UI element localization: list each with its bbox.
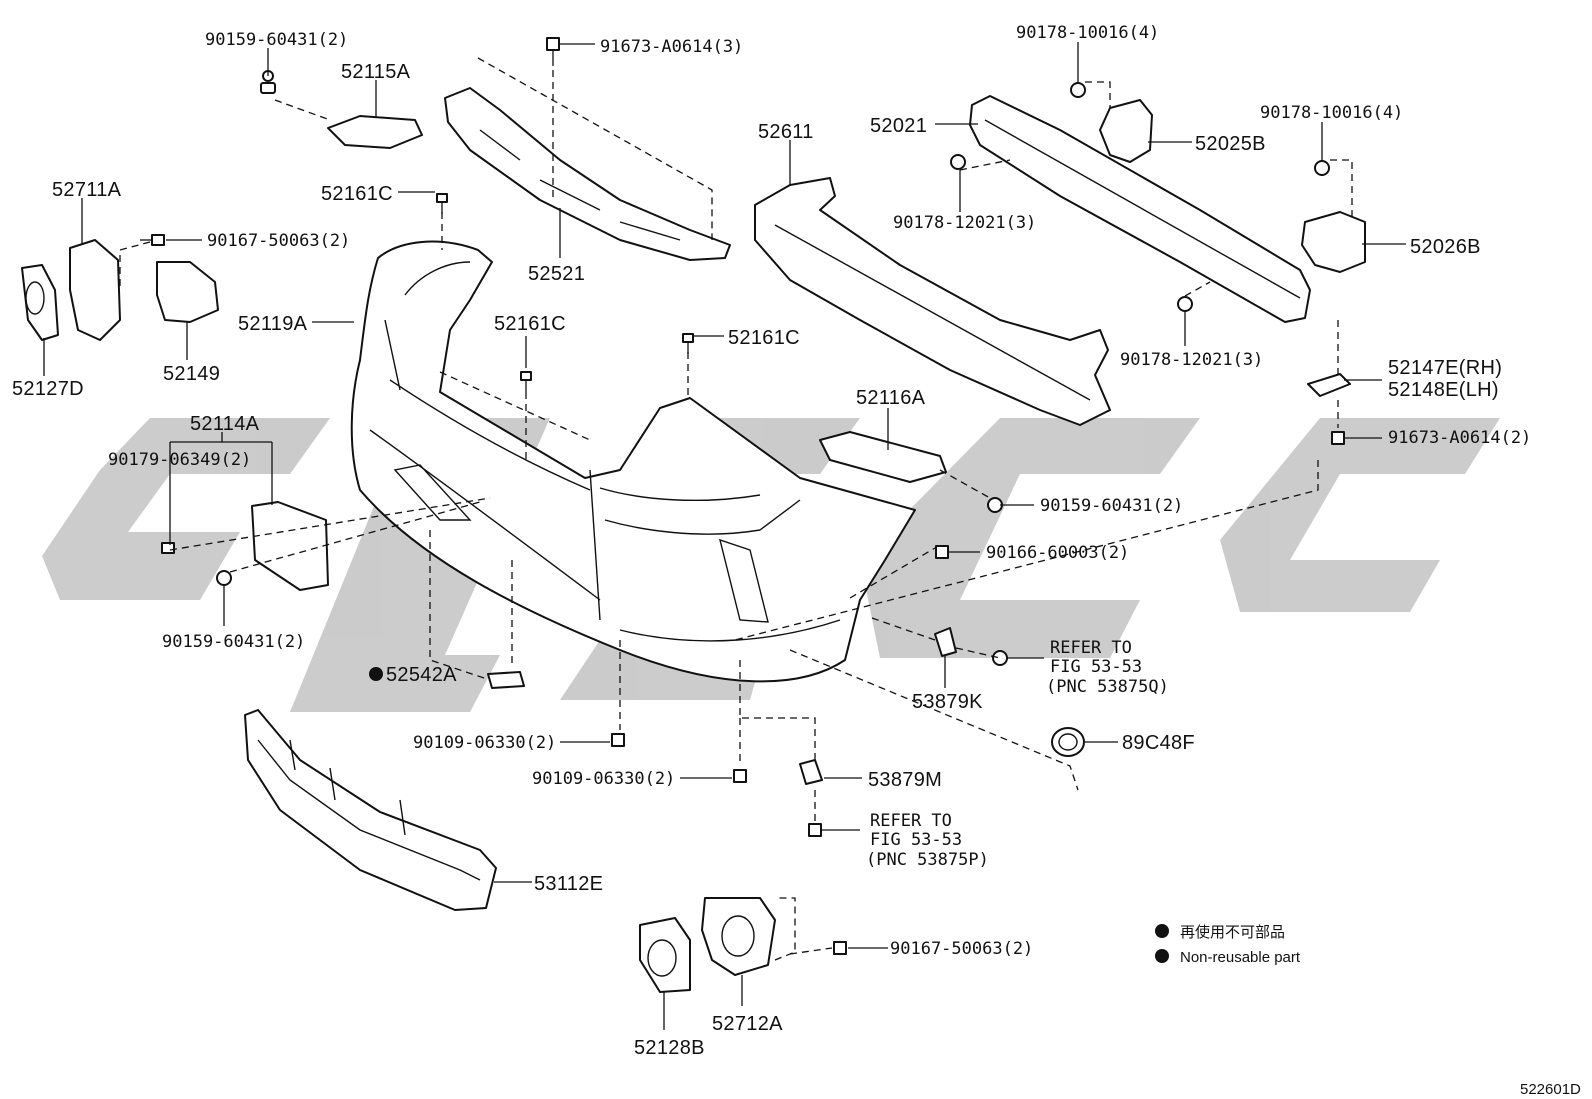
assembly-dash-lines <box>119 57 1353 961</box>
retainer-52116A <box>819 431 947 483</box>
legend-en-text: Non-reusable part <box>1180 949 1301 966</box>
label-52116A: 52116A <box>856 387 926 409</box>
label-52542A: 52542A <box>386 664 457 686</box>
part-labels: 90159-60431(2) 52115A 91673-A0614(3) 901… <box>12 23 1531 1059</box>
bezel-52128B <box>639 917 691 993</box>
label-90179-06349: 90179-06349(2) <box>108 450 251 470</box>
reinforcement-52021 <box>969 95 1311 323</box>
label-52161C-c: 52161C <box>728 327 800 349</box>
retainer-52521 <box>444 87 731 261</box>
pad-52542A <box>487 671 525 689</box>
cover-52149 <box>156 261 219 323</box>
bracket-52114A <box>251 501 329 591</box>
label-52149: 52149 <box>163 363 220 385</box>
label-refer-fig-2-line1: REFER TO <box>870 811 952 831</box>
label-90167-50063-left: 90167-50063(2) <box>207 231 350 251</box>
label-52026B: 52026B <box>1410 236 1481 258</box>
label-refer-fig-1-line2: FIG 53-53 <box>1050 657 1142 677</box>
grommet-89C48F <box>1051 727 1085 757</box>
label-52161C-a: 52161C <box>321 183 393 205</box>
bracket-52147E <box>1307 373 1351 397</box>
label-90167-50063-bottom: 90167-50063(2) <box>890 939 1033 959</box>
cover-52711A <box>69 239 121 341</box>
label-52611: 52611 <box>758 121 814 143</box>
label-91673-A0614-right: 91673-A0614(2) <box>1388 428 1531 448</box>
label-refer-fig-2-line2: FIG 53-53 <box>870 830 962 850</box>
label-52521: 52521 <box>528 263 585 285</box>
leader-lines <box>43 42 1406 1030</box>
bracket-52026B <box>1301 211 1366 273</box>
label-52161C-b: 52161C <box>494 313 566 335</box>
label-89C48F: 89C48F <box>1122 732 1195 754</box>
label-90109-06330-a: 90109-06330(2) <box>413 733 556 753</box>
bumper-cover-52119A <box>350 240 916 683</box>
retainer-52115A <box>327 115 423 149</box>
label-91673-A0614-top: 91673-A0614(3) <box>600 37 743 57</box>
label-52148E: 52148E(LH) <box>1388 379 1499 401</box>
label-90159-60431-left: 90159-60431(2) <box>162 632 305 652</box>
label-52115A: 52115A <box>341 61 411 83</box>
label-52147E: 52147E(RH) <box>1388 357 1502 379</box>
label-52025B: 52025B <box>1195 133 1266 155</box>
bezel-52127D <box>21 264 59 341</box>
legend-bullet-jp <box>1155 924 1169 938</box>
legend: 再使用不可部品 Non-reusable part <box>1155 924 1301 966</box>
fasteners <box>140 37 1345 955</box>
label-52127D: 52127D <box>12 378 84 400</box>
label-refer-fig-2-line3: (PNC 53875P) <box>866 850 989 870</box>
label-52128B: 52128B <box>634 1037 705 1059</box>
label-90166-60003: 90166-60003(2) <box>986 543 1129 563</box>
label-52712A: 52712A <box>712 1013 783 1035</box>
grille-53112E <box>244 709 497 911</box>
label-53879K: 53879K <box>912 691 983 713</box>
retainer-53879K <box>934 627 957 657</box>
absorber-52611 <box>754 177 1111 426</box>
diagram-id: 522601D <box>1520 1081 1581 1098</box>
legend-bullet-en <box>1155 949 1169 963</box>
legend-jp-text: 再使用不可部品 <box>1180 924 1285 941</box>
label-52114A: 52114A <box>190 413 260 435</box>
label-90109-06330-b: 90109-06330(2) <box>532 769 675 789</box>
label-refer-fig-1-line3: (PNC 53875Q) <box>1046 677 1169 697</box>
non-reusable-marker <box>369 667 383 681</box>
label-90178-12021-lower: 90178-12021(3) <box>1120 350 1263 370</box>
label-53112E: 53112E <box>534 873 603 895</box>
cover-52712A <box>701 897 776 976</box>
label-90178-10016-top: 90178-10016(4) <box>1016 23 1159 43</box>
label-90178-12021-upper: 90178-12021(3) <box>893 213 1036 233</box>
label-52119A: 52119A <box>238 313 308 335</box>
retainer-53879M <box>799 759 823 785</box>
label-90178-10016-right: 90178-10016(4) <box>1260 103 1403 123</box>
bracket-52025B <box>1099 99 1153 163</box>
label-52711A: 52711A <box>52 179 122 201</box>
label-90159-60431-mid: 90159-60431(2) <box>1040 496 1183 516</box>
label-90159-60431-top: 90159-60431(2) <box>205 30 348 50</box>
label-53879M: 53879M <box>868 769 942 791</box>
label-52021: 52021 <box>870 115 927 137</box>
label-refer-fig-1-line1: REFER TO <box>1050 638 1132 658</box>
